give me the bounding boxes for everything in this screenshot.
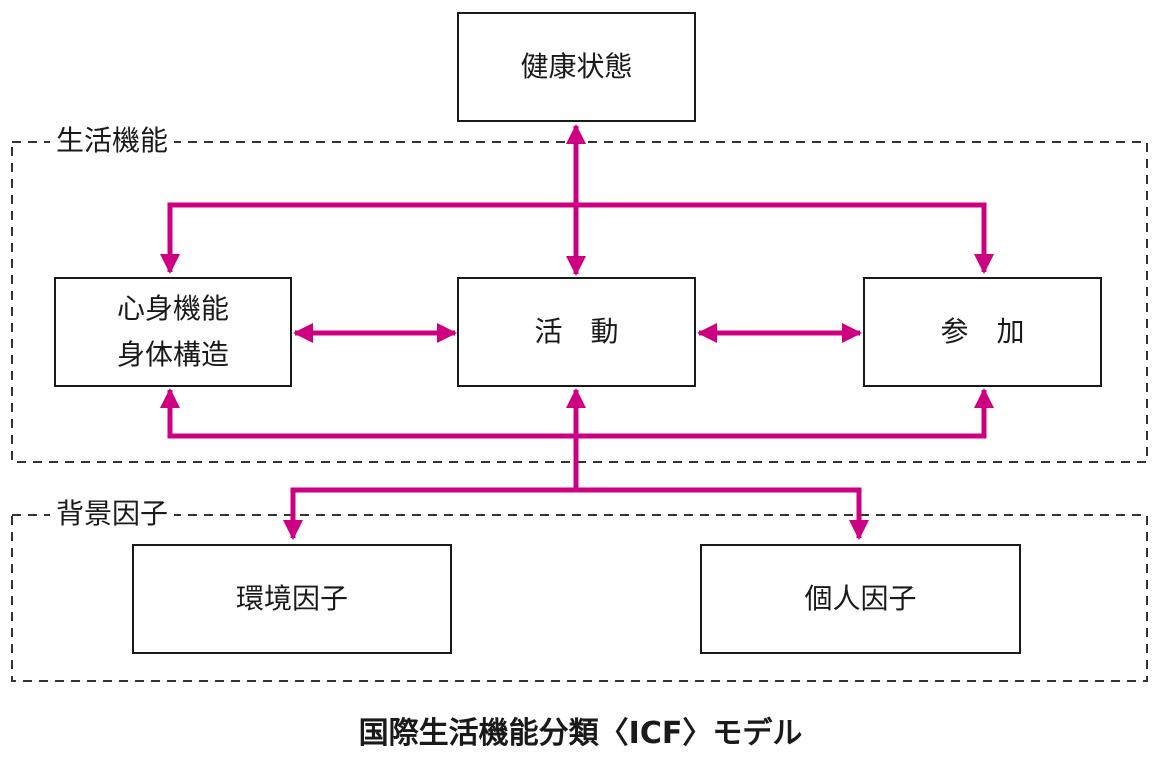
diagram-caption: 国際生活機能分類〈ICF〉モデル: [358, 716, 803, 751]
participation-label: 参 加: [940, 315, 1025, 348]
body-structure-label: 身体構造: [116, 338, 229, 371]
arrow-top-bracket-left: [160, 202, 576, 274]
group-label-functioning: 生活機能: [50, 124, 175, 158]
arrow-contextual-environment: [283, 487, 576, 540]
health-condition-box: 健康状態: [457, 12, 696, 122]
environmental-factors-label: 環境因子: [235, 582, 348, 615]
group-label-contextual: 背景因子: [50, 497, 175, 531]
body-function-box: 心身機能 身体構造: [54, 277, 292, 387]
arrow-top-bracket-right: [576, 202, 994, 274]
personal-factors-box: 個人因子: [700, 544, 1021, 654]
activity-box: 活 動: [457, 277, 696, 387]
body-function-label: 心身機能: [116, 292, 229, 325]
health-condition-label: 健康状態: [520, 50, 633, 83]
arrow-bottom-bracket-left: [160, 388, 576, 439]
participation-box: 参 加: [863, 277, 1102, 387]
activity-label: 活 動: [534, 315, 619, 348]
contextual-group-frame: [11, 514, 1148, 682]
arrow-bottom-bracket-right: [576, 388, 994, 439]
arrow-contextual-personal: [576, 487, 869, 540]
personal-factors-label: 個人因子: [804, 582, 917, 615]
environmental-factors-box: 環境因子: [132, 544, 452, 654]
